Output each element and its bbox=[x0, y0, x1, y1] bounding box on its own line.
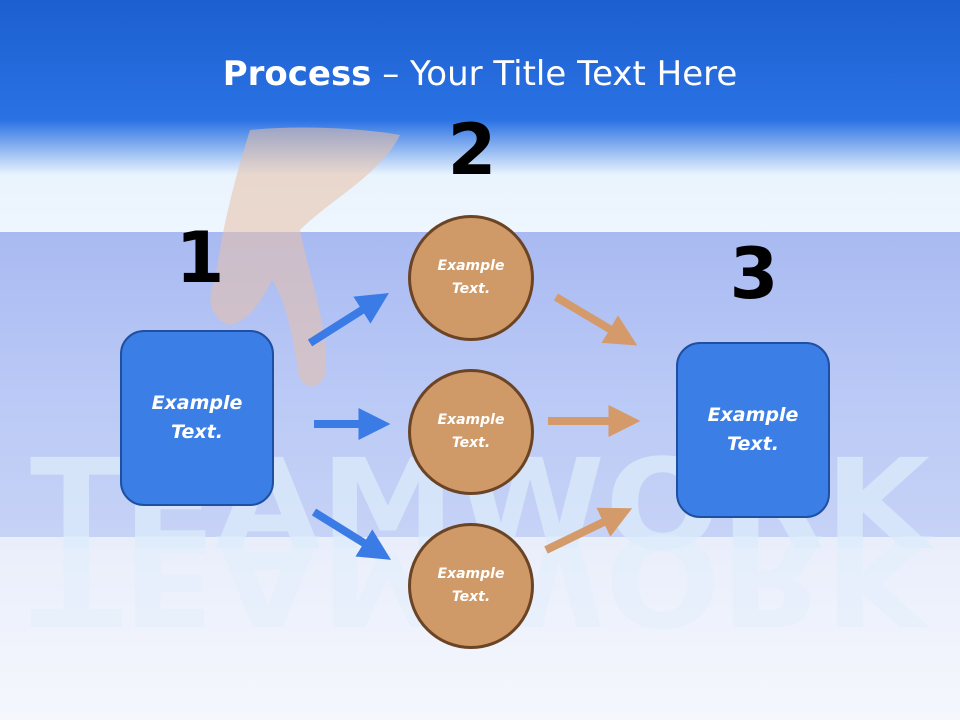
circle-top-label: Example Text. bbox=[437, 258, 505, 297]
circle-bottom: Example Text. bbox=[408, 523, 534, 649]
step-number-2: 2 bbox=[447, 109, 497, 191]
title-rest: – Your Title Text Here bbox=[371, 54, 738, 94]
box-step-3-label: Example Text. bbox=[707, 404, 799, 455]
box-step-1: Example Text. bbox=[120, 330, 274, 506]
step-number-1: 1 bbox=[175, 217, 225, 299]
box-step-1-label: Example Text. bbox=[151, 392, 243, 443]
hand-image bbox=[210, 127, 400, 387]
arrow-top-circle-to-box bbox=[553, 293, 638, 346]
arrow-box-to-bottom-circle bbox=[311, 508, 392, 560]
arrow-box-to-top-circle bbox=[307, 293, 389, 347]
circle-top: Example Text. bbox=[408, 215, 534, 341]
circle-middle-label: Example Text. bbox=[437, 412, 505, 451]
box-step-3: Example Text. bbox=[676, 342, 830, 518]
step-number-3: 3 bbox=[729, 233, 779, 315]
circle-middle: Example Text. bbox=[408, 369, 534, 495]
arrow-bottom-circle-to-box bbox=[544, 507, 633, 554]
header-gradient bbox=[0, 0, 960, 235]
title-bold: Process bbox=[222, 54, 372, 94]
circle-bottom-label: Example Text. bbox=[437, 566, 505, 605]
page-title: Process – Your Title Text Here bbox=[0, 52, 960, 96]
